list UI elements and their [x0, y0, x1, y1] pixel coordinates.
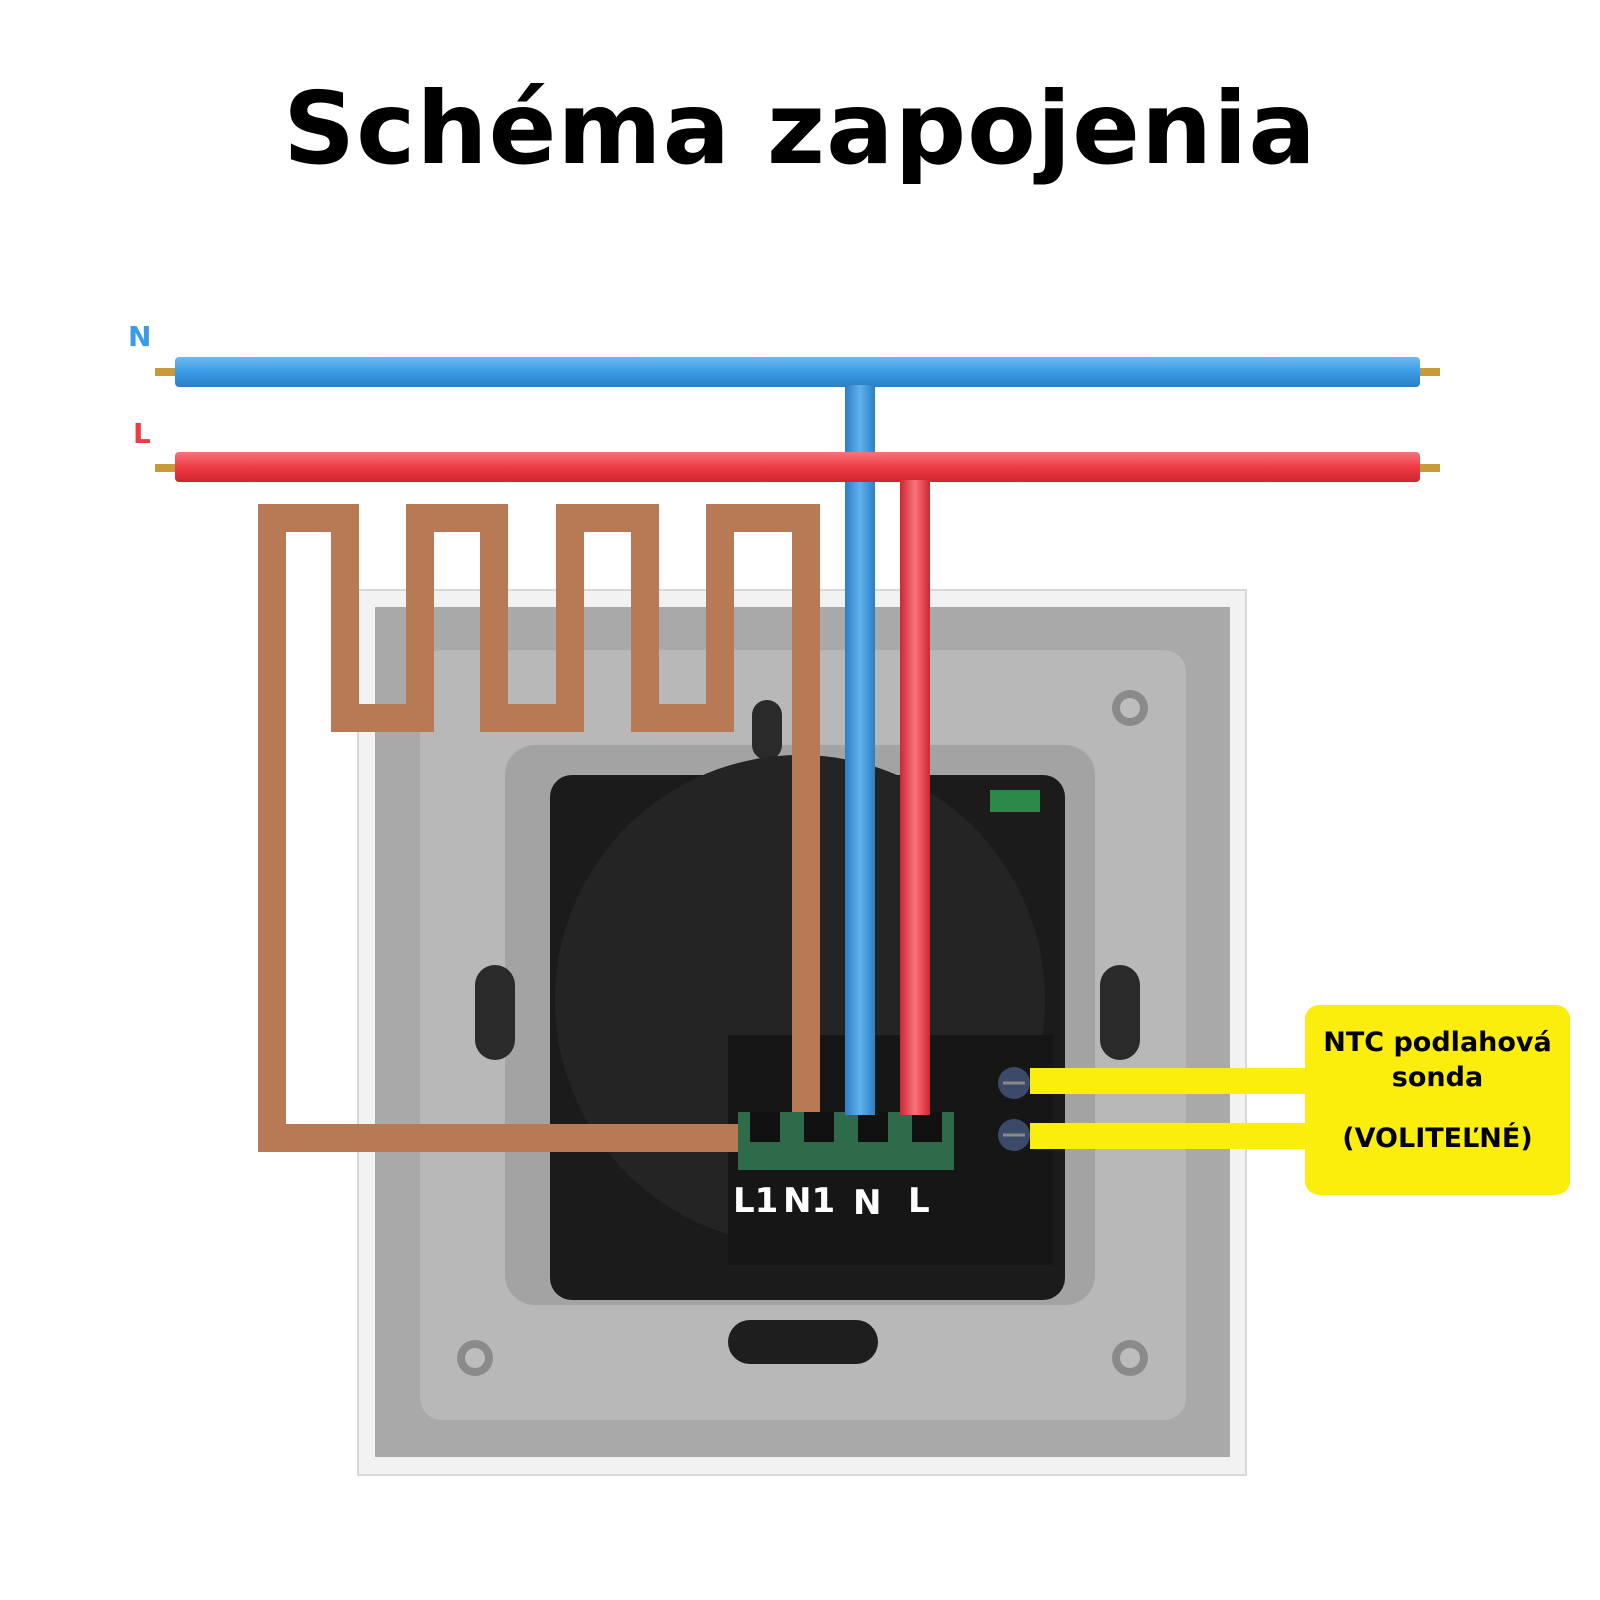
- live-label: L: [133, 417, 151, 450]
- mount-slot-bottom: [728, 1320, 878, 1364]
- terminal-label-l1: L1: [733, 1181, 778, 1221]
- neutral-wire: [155, 357, 1440, 1115]
- mount-slot-left: [475, 965, 515, 1060]
- heater-cable: [258, 504, 820, 1152]
- mount-slot-right: [1100, 965, 1140, 1060]
- terminal-label-l: L: [908, 1181, 930, 1221]
- terminal-label-n1: N1: [783, 1181, 835, 1221]
- diagram-title: Schéma zapojenia: [283, 70, 1317, 187]
- ntc-callout: NTC podlahová sonda (VOLITEĽNÉ): [1305, 1005, 1570, 1195]
- ntc-sensor-wires: [1030, 1068, 1310, 1149]
- ntc-label-line2: sonda: [1391, 1062, 1484, 1093]
- ntc-label-line1: NTC podlahová: [1323, 1027, 1552, 1058]
- terminal-label-n: N: [853, 1183, 881, 1223]
- live-wire: [155, 452, 1440, 1115]
- ntc-label-optional: (VOLITEĽNÉ): [1342, 1123, 1533, 1154]
- neutral-label: N: [128, 320, 151, 353]
- mount-slot-top: [752, 700, 782, 760]
